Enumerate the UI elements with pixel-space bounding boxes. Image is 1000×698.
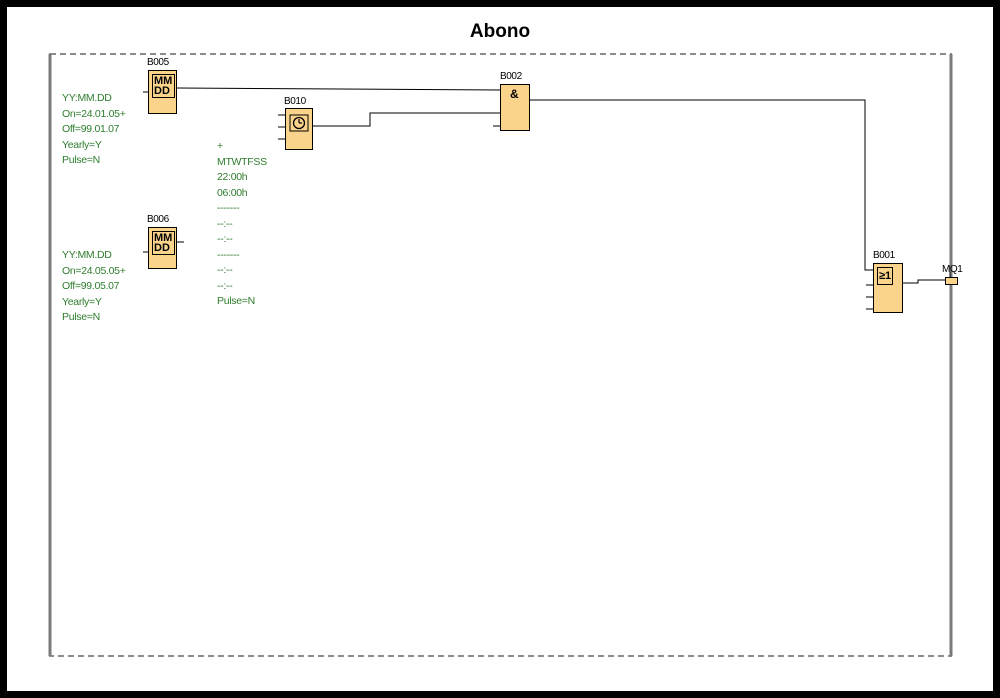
b006-param-line: Pulse=N: [62, 311, 100, 323]
program-frame: [49, 53, 952, 657]
b001-or-block[interactable]: ≥1: [873, 263, 903, 313]
b006-label: B006: [147, 214, 169, 225]
wire-b002-b001: [530, 99, 873, 271]
or-symbol-box: ≥1: [877, 267, 893, 285]
b010-param-line: 22:00h: [217, 171, 248, 183]
b010-param-line: --:--: [217, 233, 233, 245]
b010-param-line: -------: [217, 202, 240, 214]
b002-label: B002: [500, 71, 522, 82]
b005-param-line: On=24.01.05+: [62, 107, 126, 120]
b006-param-line: YY:MM.DD: [62, 249, 112, 261]
q1-output-flag[interactable]: [945, 277, 958, 285]
b010-params: + MTWTFSS 22:00h 06:00h ------- --:-- --:-- ---…: [217, 139, 267, 310]
b005-block[interactable]: MM DD: [148, 70, 177, 114]
b005-param-line: Pulse=N: [62, 154, 100, 166]
and-symbol: &: [510, 87, 519, 101]
clock-icon: [289, 114, 309, 132]
b010-block[interactable]: [285, 108, 313, 150]
b005-param-line: YY:MM.DD: [62, 92, 112, 104]
b010-param-line: --:--: [217, 279, 233, 292]
calendar-icon: MM DD: [152, 231, 175, 255]
b002-and-block[interactable]: &: [500, 84, 530, 131]
or-symbol: ≥1: [879, 270, 892, 282]
calendar-icon: MM DD: [152, 74, 175, 98]
b006-param-line: On=24.05.05+: [62, 264, 126, 277]
wire-b005-b002: [176, 87, 501, 91]
b005-param-line: Off=99.01.07: [62, 123, 120, 135]
wire-b010-b002: [313, 112, 500, 127]
b010-label: B010: [284, 96, 306, 107]
wire-b001-q1: [903, 279, 946, 284]
b010-param-line: +: [217, 140, 223, 152]
q1-label: MQ1: [942, 264, 963, 275]
b010-param-line: -------: [217, 248, 240, 261]
diagram-title: Abono: [469, 21, 531, 42]
b005-label: B005: [147, 57, 169, 68]
b001-label: B001: [873, 250, 895, 261]
b006-param-line: Off=99.05.07: [62, 280, 120, 292]
b006-block[interactable]: MM DD: [148, 227, 177, 269]
b010-param-line: --:--: [217, 217, 233, 230]
b010-param-line: --:--: [217, 264, 233, 276]
b005-param-line: Yearly=Y: [62, 138, 102, 151]
b006-param-line: Yearly=Y: [62, 295, 102, 308]
b010-param-line: 06:00h: [217, 186, 248, 199]
b010-param-line: MTWTFSS: [217, 155, 267, 168]
b010-param-line: Pulse=N: [217, 295, 255, 307]
